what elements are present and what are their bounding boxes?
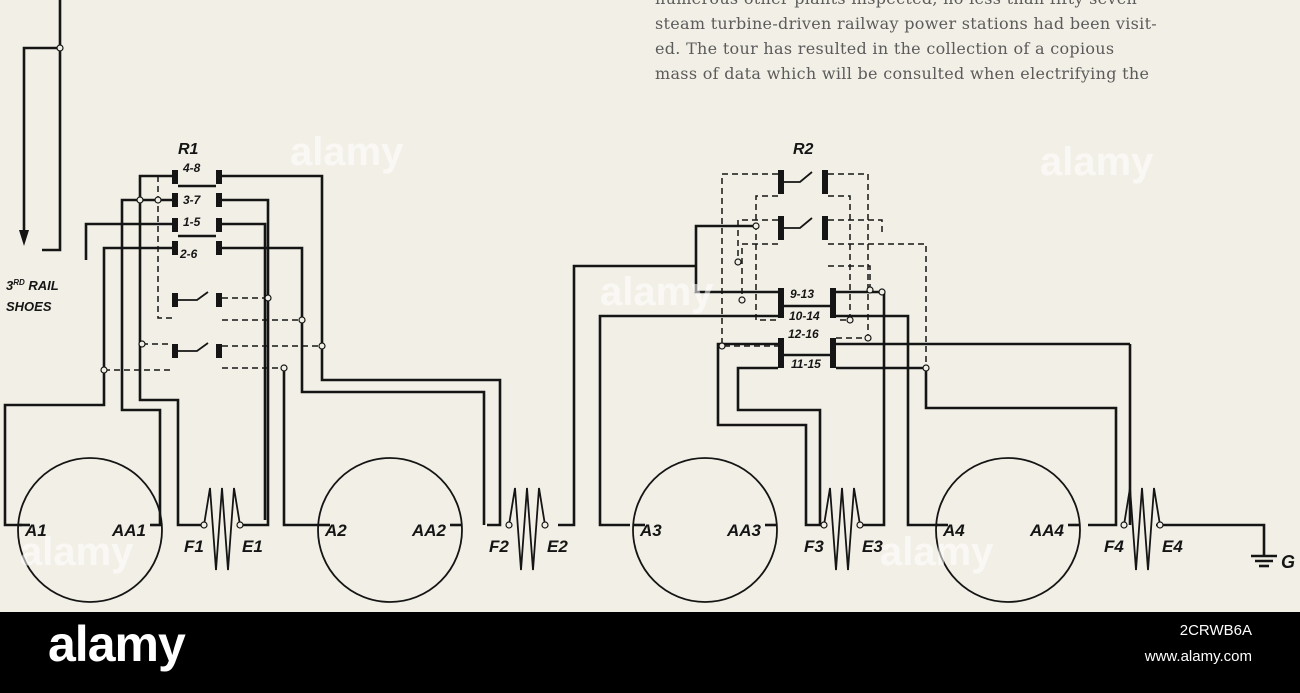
r1-contact-3-7: 3-7	[183, 193, 202, 207]
article-text-line-3: ed. The tour has resulted in the collect…	[655, 39, 1115, 58]
field-end-label-1: E1	[242, 537, 263, 556]
article-text-line-2: steam turbine-driven railway power stati…	[655, 14, 1158, 33]
article-text-line-1: numerous other plants inspected, no less…	[655, 0, 1137, 8]
field-end-label-2: E2	[547, 537, 568, 556]
armature-label-1: A1	[24, 521, 47, 540]
r1-contact-4-8: 4-8	[182, 161, 201, 175]
stock-banner	[0, 612, 1300, 693]
r2-contact-12-16: 12-16	[788, 327, 819, 341]
ground-label: G	[1281, 552, 1295, 572]
wiring-diagram: 3RD RAIL SHOES R1 4-8 3-7 1-5 2-6	[3, 0, 1295, 603]
motor-armature-1	[17, 457, 163, 603]
shoes-label: SHOES	[6, 299, 52, 314]
motor-armature-4	[935, 457, 1081, 603]
field-label-4: F4	[1104, 537, 1124, 556]
article-text-line-4: mass of data which will be consulted whe…	[655, 64, 1150, 83]
field-end-label-4: E4	[1162, 537, 1183, 556]
image-id: 2CRWB6A	[1179, 622, 1252, 639]
armature-label-2: A2	[324, 521, 347, 540]
motor-armature-2	[317, 457, 463, 603]
third-rail-feed	[19, 0, 64, 252]
field-coil-2	[508, 487, 546, 571]
armature-end-label-2: AA2	[411, 521, 447, 540]
field-label-2: F2	[489, 537, 509, 556]
field-coil-1	[203, 487, 241, 571]
field-end-label-3: E3	[862, 537, 883, 556]
field-coil-4	[1123, 487, 1161, 571]
third-rail-label: 3RD RAIL	[6, 278, 59, 293]
armature-label-3: A3	[639, 521, 662, 540]
r1-contact-1-5: 1-5	[183, 215, 201, 229]
rheostat-r2: R2 9-13 10-14 12-16 11-15	[721, 141, 927, 371]
alamy-logo: alamy	[48, 616, 186, 672]
field-coil-3	[823, 487, 861, 571]
r1-contact-2-6: 2-6	[179, 247, 198, 261]
r2-label: R2	[793, 141, 814, 158]
field-label-1: F1	[184, 537, 204, 556]
motor-armature-3	[632, 457, 778, 603]
armature-end-label-1: AA1	[111, 521, 146, 540]
r1-label: R1	[178, 141, 199, 158]
rheostat-r1: R1 4-8 3-7 1-5 2-6	[104, 141, 322, 371]
scanned-page: numerous other plants inspected, no less…	[0, 0, 1300, 612]
r2-contact-11-15: 11-15	[791, 357, 821, 371]
armature-end-label-3: AA3	[726, 521, 762, 540]
r2-contact-10-14: 10-14	[789, 309, 820, 323]
r2-contact-9-13: 9-13	[790, 287, 814, 301]
stock-url[interactable]: www.alamy.com	[1144, 648, 1252, 665]
field-label-3: F3	[804, 537, 824, 556]
armature-end-label-4: AA4	[1029, 521, 1065, 540]
armature-label-4: A4	[942, 521, 965, 540]
